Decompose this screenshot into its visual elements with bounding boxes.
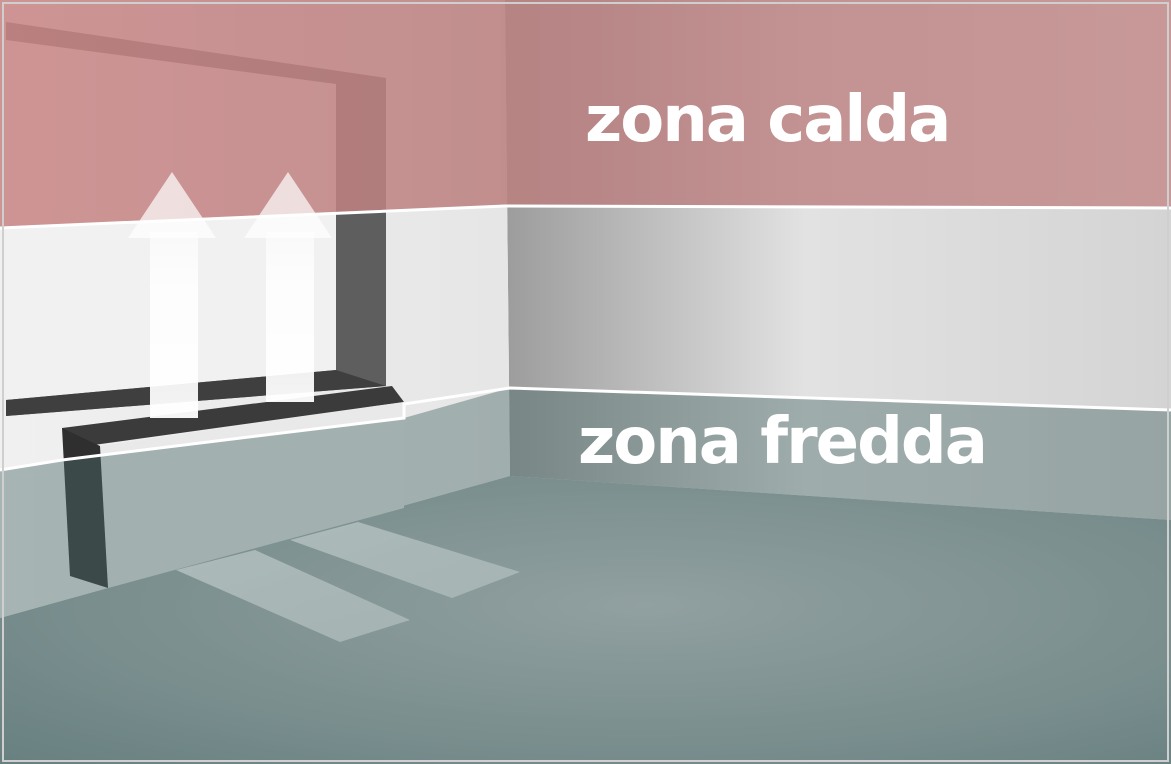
air-stream-icon <box>176 550 410 642</box>
warm-air-up-arrow-icon <box>128 172 216 418</box>
heater-side <box>62 428 108 588</box>
air-stream-icon <box>290 522 520 598</box>
hot-zone-band <box>0 0 1171 228</box>
cold-zone-band <box>0 388 1171 764</box>
warm-air-up-arrow-icon <box>244 172 332 402</box>
heater-front <box>100 402 404 588</box>
cold-zone-boundary-line <box>0 386 1171 472</box>
floor <box>0 476 1171 764</box>
cold-zone-label: zona fredda <box>578 405 988 479</box>
hot-zone-label: zona calda <box>585 83 951 157</box>
heater-top <box>62 386 404 448</box>
